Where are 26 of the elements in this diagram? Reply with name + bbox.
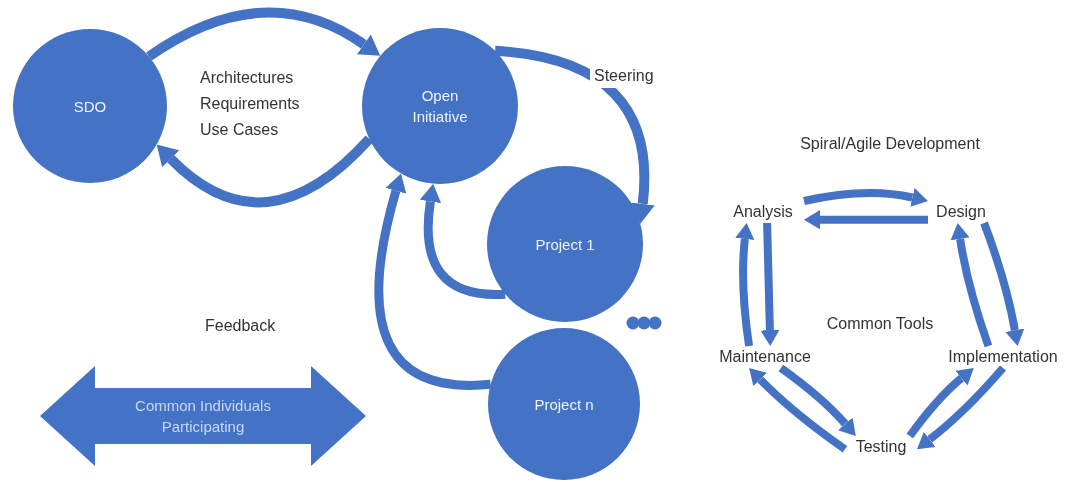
curved-arrow [419,183,506,299]
stage-label: Testing [845,436,917,458]
curved-arrow [803,188,929,207]
curved-arrow [980,221,1025,346]
curved-arrow [760,222,780,346]
curved-arrow [917,365,1006,450]
curved-arrow [156,135,373,208]
text-label: Requirements [200,94,301,114]
text-label: Architectures [200,68,295,88]
curved-arrow [374,173,491,390]
curved-arrow [778,364,856,436]
text-label: Feedback [205,316,277,336]
text-label: Use Cases [200,120,280,140]
curved-arrow [494,45,655,224]
stage-label: Maintenance [712,346,818,368]
curved-arrow [146,7,381,61]
stage-label: Analysis [722,201,804,223]
double-arrow-shape: Common Individuals Participating [40,366,366,466]
curved-arrow [735,223,755,347]
curved-arrow [749,368,848,453]
curved-arrow [906,367,974,439]
curved-arrow [950,223,993,348]
section-title: Spiral/Agile Development [799,134,981,154]
stage-label: Design [928,201,994,223]
text-label: Common Tools [825,314,935,334]
stage-label: Implementation [930,346,1076,368]
